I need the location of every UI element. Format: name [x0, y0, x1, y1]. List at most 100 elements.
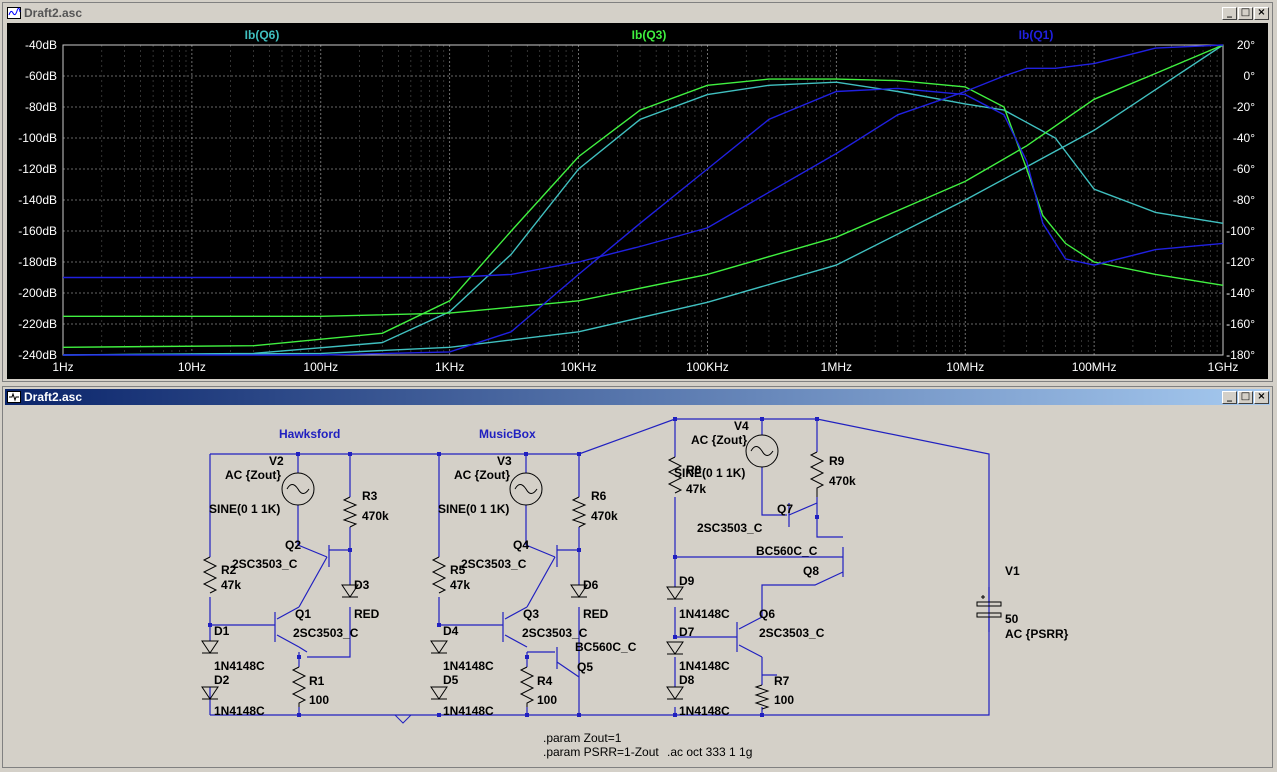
label-d2: D2	[214, 673, 230, 687]
label-d8: D8	[679, 673, 695, 687]
label-d2-part: 1N4148C	[214, 704, 265, 718]
y-tick-label: -80dB	[25, 100, 57, 114]
y-tick-label: -120dB	[18, 162, 57, 176]
spice-directive-psrr[interactable]: .param PSRR=1-Zout	[543, 745, 659, 759]
y2-tick-label: 0°	[1244, 69, 1256, 83]
plot-window-title: Draft2.asc	[24, 6, 83, 20]
label-v3: V3	[497, 454, 512, 468]
y2-tick-label: -60°	[1233, 162, 1255, 176]
x-tick-label: 10Hz	[178, 360, 206, 374]
label-r6: R6	[591, 489, 607, 503]
waveform-window-icon	[7, 7, 21, 19]
y-tick-label: -100dB	[18, 131, 57, 145]
label-d1-part: 1N4148C	[214, 659, 265, 673]
label-r8-value: 47k	[686, 482, 706, 496]
ground-symbol	[394, 714, 412, 724]
label-q7-part: 2SC3503_C	[697, 521, 763, 535]
dc-source-v1	[976, 595, 1002, 618]
y2-tick-label: -80°	[1233, 193, 1255, 207]
close-button[interactable]: ×	[1254, 6, 1269, 20]
minimize-button[interactable]: _	[1222, 6, 1237, 20]
label-r3-value: 470k	[362, 509, 389, 523]
minimize-button[interactable]: _	[1222, 390, 1237, 404]
maximize-button[interactable]: □	[1238, 390, 1253, 404]
label-v4-sine: SINE(0 1 1K)	[674, 466, 745, 480]
schematic-drawing: Hawksford MusicBox V2 AC {Zout} SINE(0 1…	[201, 417, 1069, 759]
label-d9: D9	[679, 574, 695, 588]
label-q8-part: BC560C_C	[756, 544, 818, 558]
wires	[209, 418, 990, 716]
legend-entry: Ib(Q1)	[1019, 28, 1054, 42]
y2-tick-label: -120°	[1226, 255, 1255, 269]
label-v1-value: 50	[1005, 612, 1019, 626]
label-v3-ac: AC {Zout}	[454, 468, 510, 482]
series-line	[63, 44, 1224, 317]
schematic-window-title: Draft2.asc	[24, 390, 83, 404]
label-d5-part: 1N4148C	[443, 704, 494, 718]
label-q2: Q2	[285, 538, 301, 552]
schematic-canvas[interactable]: Hawksford MusicBox V2 AC {Zout} SINE(0 1…	[7, 407, 1268, 767]
label-v2: V2	[269, 454, 284, 468]
label-d1: D1	[214, 624, 230, 638]
x-tick-label: 1GHz	[1208, 360, 1239, 374]
label-d6: D6	[583, 578, 599, 592]
y2-tick-label: 20°	[1237, 38, 1255, 52]
label-d6-part: RED	[583, 607, 609, 621]
plot-frame	[62, 44, 1224, 356]
schematic-window-titlebar[interactable]: Draft2.asc _ □ ×	[5, 389, 1270, 405]
label-d3-part: RED	[354, 607, 380, 621]
label-d9-part: 1N4148C	[679, 607, 730, 621]
spice-directive-ac[interactable]: .ac oct 333 1 1g	[667, 745, 752, 759]
label-d5: D5	[443, 673, 459, 687]
spice-directive-zout[interactable]: .param Zout=1	[543, 731, 622, 745]
y-tick-label: -180dB	[18, 255, 57, 269]
label-v4-ac: AC {Zout}	[691, 433, 747, 447]
label-d7-part: 1N4148C	[679, 659, 730, 673]
label-q1: Q1	[295, 607, 311, 621]
y-tick-label: -140dB	[18, 193, 57, 207]
label-r9: R9	[829, 454, 845, 468]
y2-tick-label: -20°	[1233, 100, 1255, 114]
y-tick-label: -60dB	[25, 69, 57, 83]
label-q1-part: 2SC3503_C	[293, 626, 359, 640]
label-v1-ac: AC {PSRR}	[1005, 627, 1069, 641]
series-line	[63, 87, 1224, 356]
y-tick-label: -220dB	[18, 317, 57, 331]
y-tick-label: -40dB	[25, 38, 57, 52]
label-d8-part: 1N4148C	[679, 704, 730, 718]
plot-window-titlebar[interactable]: Draft2.asc _ □ ×	[5, 5, 1270, 21]
label-q5: Q5	[577, 660, 593, 674]
schematic-window: Draft2.asc _ □ ×	[2, 386, 1273, 768]
label-r8: R8	[686, 463, 702, 477]
label-r3: R3	[362, 489, 378, 503]
label-r4-value: 100	[537, 693, 557, 707]
label-d4: D4	[443, 624, 459, 638]
x-tick-label: 100KHz	[686, 360, 729, 374]
x-tick-label: 10MHz	[946, 360, 984, 374]
diodes	[201, 584, 684, 700]
label-r1: R1	[309, 674, 325, 688]
label-q5-part: BC560C_C	[575, 640, 637, 654]
label-hawksford: Hawksford	[279, 427, 340, 441]
schematic-window-icon	[7, 391, 21, 403]
label-r4: R4	[537, 674, 553, 688]
maximize-button[interactable]: □	[1238, 6, 1253, 20]
close-button[interactable]: ×	[1254, 390, 1269, 404]
label-q4-part: 2SC3503_C	[461, 557, 527, 571]
label-q6: Q6	[759, 607, 775, 621]
label-r7-value: 100	[774, 693, 794, 707]
x-tick-label: 1Hz	[52, 360, 73, 374]
ac-sources	[281, 434, 779, 506]
label-q2-part: 2SC3503_C	[232, 557, 298, 571]
label-q8: Q8	[803, 564, 819, 578]
label-v2-ac: AC {Zout}	[225, 468, 281, 482]
label-r7: R7	[774, 674, 790, 688]
label-r1-value: 100	[309, 693, 329, 707]
x-tick-label: 10KHz	[561, 360, 597, 374]
x-tick-label: 100Hz	[303, 360, 338, 374]
label-r6-value: 470k	[591, 509, 618, 523]
resistors	[202, 451, 825, 710]
